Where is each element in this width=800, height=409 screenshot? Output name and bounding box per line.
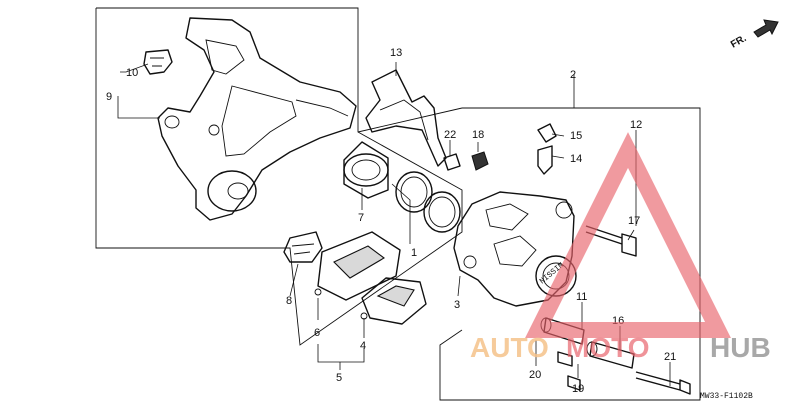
drawing-code: MW33-F1102B (700, 392, 753, 401)
callout-14: 14 (570, 153, 582, 165)
watermark: AUTO MOTO HUB (470, 132, 771, 363)
callout-5: 5 (336, 372, 342, 384)
pad-spring (365, 69, 447, 167)
callout-2: 2 (570, 69, 576, 81)
caliper-bracket (157, 17, 357, 221)
callout-4: 4 (360, 340, 366, 352)
callout-3: 3 (454, 299, 460, 311)
bleed-valve (537, 123, 557, 175)
watermark-text-moto: MOTO (566, 332, 649, 363)
callout-1: 1 (411, 247, 417, 259)
small-bolts (443, 151, 489, 171)
callout-10: 10 (126, 67, 138, 79)
callout-19: 19 (572, 383, 584, 395)
front-direction-indicator: FR. (729, 19, 779, 51)
brake-pads (314, 231, 427, 325)
piston (343, 141, 389, 199)
watermark-text-hub: HUB (710, 332, 771, 363)
piston-seals (395, 171, 461, 233)
callout-12: 12 (630, 119, 642, 131)
left-group-border (95, 7, 463, 346)
callout-6: 6 (314, 327, 320, 339)
callout-21: 21 (664, 351, 676, 363)
callout-22: 22 (444, 129, 456, 141)
retainer-clip-10 (143, 49, 173, 75)
watermark-triangle (525, 132, 731, 338)
direction-label: FR. (729, 33, 749, 51)
callout-18: 18 (472, 129, 484, 141)
pad-shim (283, 231, 323, 263)
callout-11: 11 (576, 291, 587, 303)
callout-9: 9 (106, 91, 112, 103)
callout-7: 7 (358, 212, 364, 224)
callout-17: 17 (628, 215, 640, 227)
callout-15: 15 (570, 130, 582, 142)
watermark-text-auto: AUTO (470, 332, 549, 363)
callout-8: 8 (286, 295, 292, 307)
right-group-border (439, 107, 701, 401)
arrow-icon (753, 19, 779, 38)
callout-20: 20 (529, 369, 541, 381)
callout-13: 13 (390, 47, 402, 59)
